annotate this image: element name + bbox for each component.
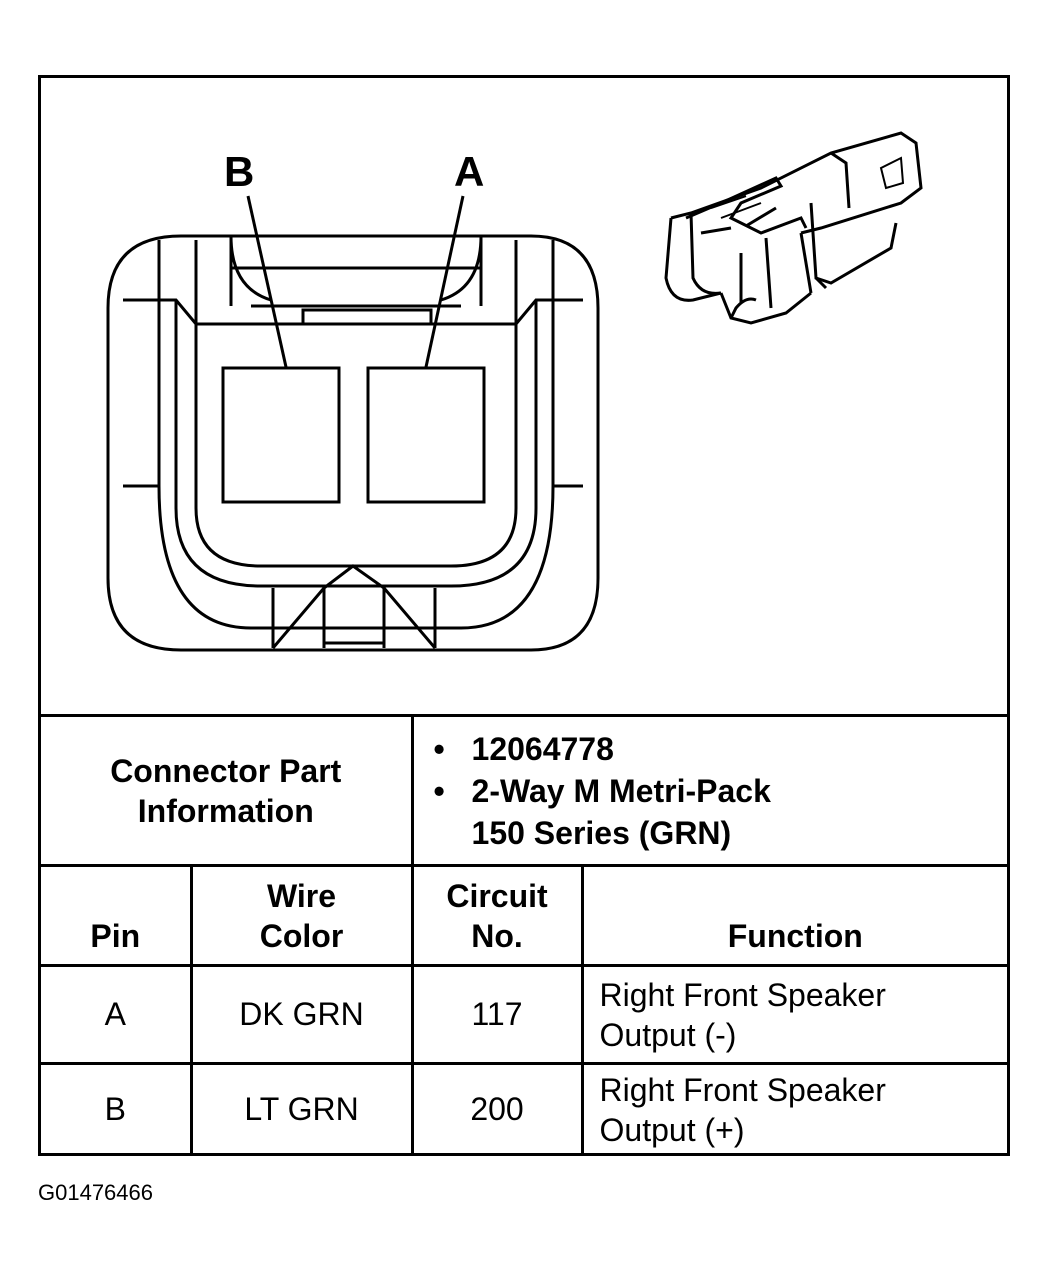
function-cell: Right Front Speaker Output (+) xyxy=(580,1062,1008,1155)
pin-b-cavity xyxy=(221,366,341,504)
function-line2: Output (-) xyxy=(599,1016,737,1053)
wire-color-header-line2: Color xyxy=(259,918,344,954)
function-line1: Right Front Speaker xyxy=(599,1071,886,1108)
function-cell: Right Front Speaker Output (-) xyxy=(580,964,1008,1065)
function-line2: Output (+) xyxy=(599,1111,745,1148)
connector-3d-illustration xyxy=(664,131,923,325)
wire-color-cell: DK GRN xyxy=(189,964,414,1065)
part-number: 12064778 xyxy=(434,728,1008,770)
pin-cell: B xyxy=(41,1062,193,1155)
circuit-header: Circuit No. xyxy=(410,864,584,967)
pin-a-leader xyxy=(424,195,465,368)
wire-color-cell: LT GRN xyxy=(189,1062,414,1155)
figure-id: G01476466 xyxy=(38,1180,153,1205)
function-header: Function xyxy=(580,864,1008,967)
table-row: B LT GRN 200 Right Front Speaker Output … xyxy=(41,1062,1008,1155)
connector-info-label-cell: Connector Part Information xyxy=(41,714,414,867)
connector-diagram: B A xyxy=(106,131,923,652)
connector-description: 2-Way M Metri-Pack 150 Series (GRN) xyxy=(434,770,1008,854)
connector-frame: B A Connector xyxy=(38,75,1010,1156)
connector-description-line1: 2-Way M Metri-Pack xyxy=(471,772,771,809)
pin-cell: A xyxy=(41,964,193,1065)
pin-b-label: B xyxy=(224,148,254,195)
circuit-cell: 200 xyxy=(410,1062,584,1155)
table-header-row: Pin Wire Color Circuit No. Function xyxy=(41,864,1008,967)
pin-a-label: A xyxy=(454,148,484,195)
connector-housing-outline xyxy=(106,234,600,652)
pin-header: Pin xyxy=(41,864,193,967)
wire-color-header-line1: Wire xyxy=(266,878,337,914)
connector-info-value-cell: 12064778 2-Way M Metri-Pack 150 Series (… xyxy=(410,714,1008,867)
circuit-header-line1: Circuit xyxy=(446,878,548,914)
connector-description-line2: 150 Series (GRN) xyxy=(471,814,732,851)
connector-info-row: Connector Part Information 12064778 2-Wa… xyxy=(41,714,1008,867)
circuit-header-line2: No. xyxy=(471,918,523,954)
function-line1: Right Front Speaker xyxy=(599,976,886,1013)
connector-info-list: 12064778 2-Way M Metri-Pack 150 Series (… xyxy=(414,728,1008,854)
connector-info-label: Connector Part xyxy=(110,752,342,789)
circuit-cell: 117 xyxy=(410,964,584,1065)
connector-table: Connector Part Information 12064778 2-Wa… xyxy=(41,714,1008,1155)
pin-a-cavity xyxy=(366,366,486,504)
table-row: A DK GRN 117 Right Front Speaker Output … xyxy=(41,964,1008,1065)
wire-color-header: Wire Color xyxy=(189,864,414,967)
connector-info-label-line2: Information xyxy=(137,792,314,829)
pin-b-leader xyxy=(246,195,288,368)
